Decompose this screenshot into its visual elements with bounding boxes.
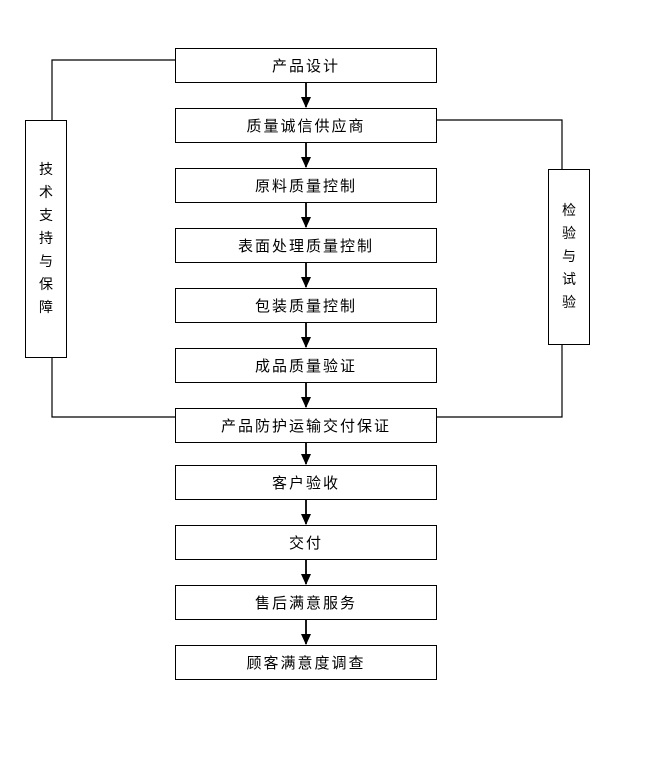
flow-box-customer-acceptance: 客户验收: [175, 465, 437, 500]
flow-box-label: 成品质量验证: [254, 359, 357, 375]
flow-box-label: 客户验收: [271, 476, 340, 492]
flow-box-surface-treatment-qc: 表面处理质量控制: [175, 228, 437, 263]
flow-box-label: 原料质量控制: [254, 179, 357, 195]
flow-box-after-sales-service: 售后满意服务: [175, 585, 437, 620]
flow-box-label: 表面处理质量控制: [237, 239, 374, 255]
flow-box-satisfaction-survey: 顾客满意度调查: [175, 645, 437, 680]
flow-box-raw-material-qc: 原料质量控制: [175, 168, 437, 203]
flow-box-label: 产品防护运输交付保证: [220, 419, 391, 435]
connector-right-top: [437, 119, 563, 169]
side-box-technical-support: 技术支持与保障: [25, 120, 67, 358]
flow-box-label: 质量诚信供应商: [246, 119, 366, 135]
connector-right-bottom: [437, 345, 563, 418]
flow-box-label: 交付: [288, 536, 323, 552]
flow-box-label: 顾客满意度调查: [246, 656, 366, 672]
flow-box-product-design: 产品设计: [175, 48, 437, 83]
flow-box-delivery: 交付: [175, 525, 437, 560]
side-box-label: 技术支持与保障: [39, 162, 53, 316]
flow-box-label: 包装质量控制: [254, 299, 357, 315]
connector-left-top: [51, 59, 175, 120]
side-box-inspection-testing: 检验与试验: [548, 169, 590, 345]
flow-box-label: 产品设计: [271, 59, 340, 75]
connector-left-bottom: [51, 358, 175, 418]
flow-box-packaging-qc: 包装质量控制: [175, 288, 437, 323]
flow-box-supplier-integrity: 质量诚信供应商: [175, 108, 437, 143]
flow-box-protection-transport-delivery: 产品防护运输交付保证: [175, 408, 437, 443]
side-box-label: 检验与试验: [562, 203, 576, 311]
flow-box-label: 售后满意服务: [254, 596, 357, 612]
flow-box-finished-product-verification: 成品质量验证: [175, 348, 437, 383]
